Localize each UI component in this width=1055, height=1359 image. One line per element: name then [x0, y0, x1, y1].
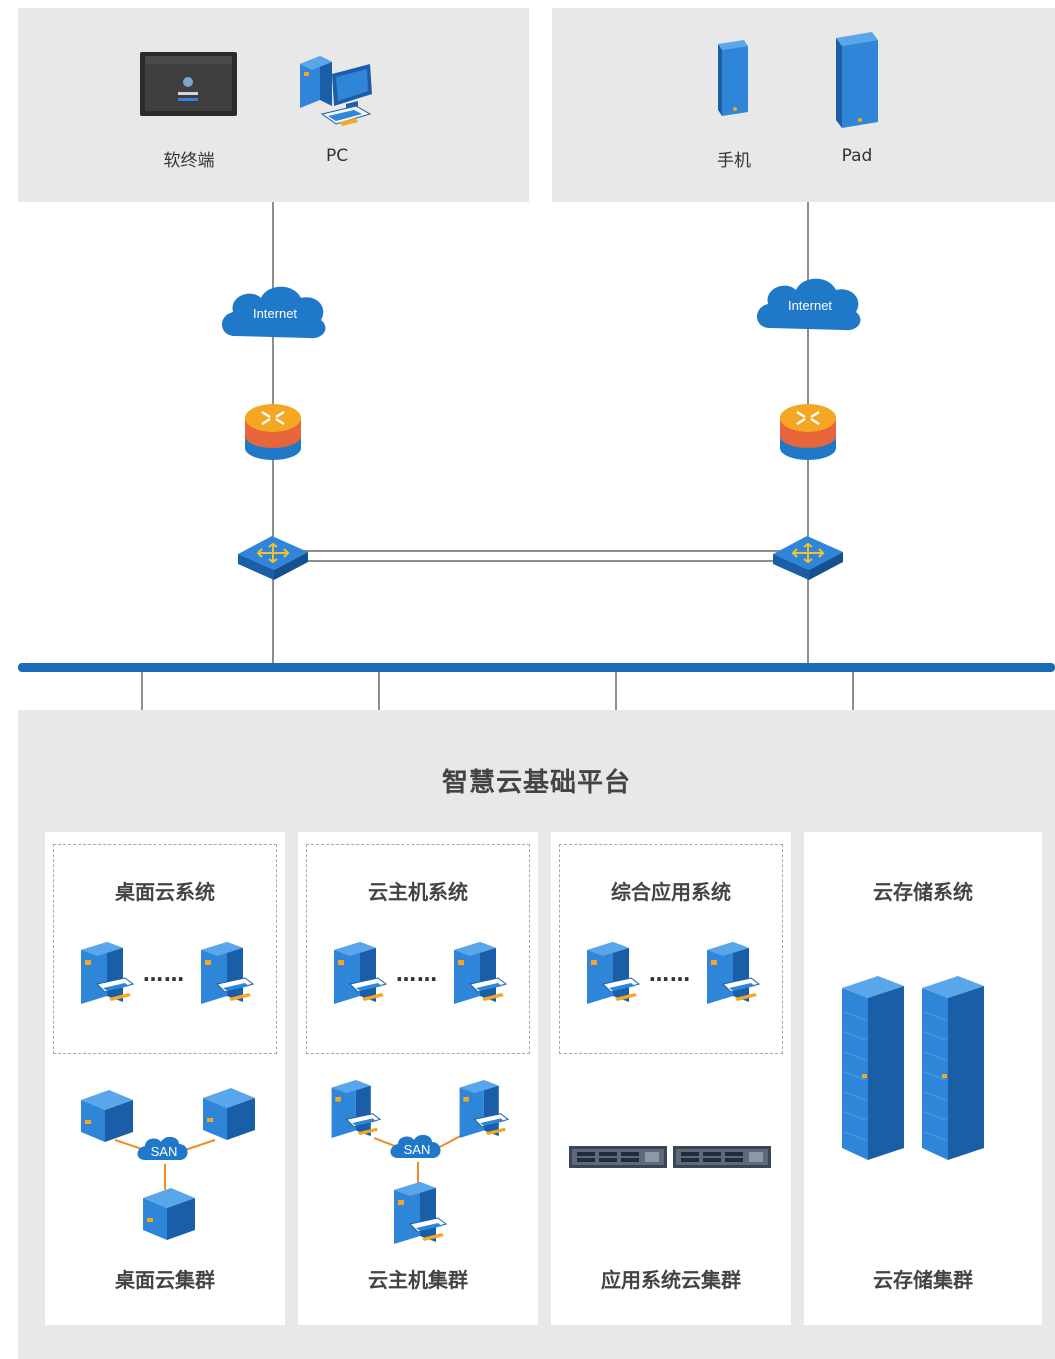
san-label: SAN	[151, 1144, 178, 1159]
router-icon-left	[245, 404, 301, 460]
clients-panel-left	[18, 8, 529, 202]
column-cloud-host: 云主机系统 …… SAN 云主机集群	[298, 832, 538, 1325]
device-label-pad: Pad	[841, 146, 873, 166]
san-cluster-diagram: SAN	[331, 1079, 509, 1245]
cluster-title: 桌面云集群	[115, 1268, 215, 1292]
system-box	[53, 844, 277, 1054]
system-title: 云存储系统	[873, 880, 973, 904]
cluster-title: 云存储集群	[873, 1268, 973, 1292]
san-label: SAN	[404, 1142, 431, 1157]
rack-server-icon	[569, 1146, 667, 1168]
storage-rack-icon	[918, 972, 988, 1162]
switch-interlink	[300, 550, 780, 562]
device-label-pc: PC	[325, 146, 349, 166]
cluster-title: 云主机集群	[368, 1268, 468, 1292]
monitor-icon	[140, 52, 237, 116]
san-cluster-diagram: SAN	[81, 1088, 255, 1240]
tablet-icon	[836, 32, 878, 128]
server-icon	[581, 938, 641, 1010]
device-label-softterminal: 软终端	[163, 151, 215, 171]
clients-panel-right	[552, 8, 1055, 202]
device-label-phone: 手机	[717, 151, 751, 171]
column-desktop-cloud: 桌面云系统 …… SAN 桌面云集群	[45, 832, 285, 1325]
system-box	[559, 844, 783, 1054]
server-icon	[195, 938, 255, 1010]
cloud-label-left: Internet	[253, 306, 297, 321]
system-title: 综合应用系统	[611, 880, 731, 904]
system-box	[306, 844, 530, 1054]
drop-1	[141, 672, 143, 712]
system-title: 云主机系统	[368, 880, 468, 904]
switch-icon-left	[238, 536, 308, 580]
column-integrated-apps: 综合应用系统 …… 应用系统云集群	[551, 832, 791, 1325]
drop-4	[852, 672, 854, 712]
pc-icon	[300, 56, 372, 126]
server-icon	[328, 938, 388, 1010]
cloud-icon-left: Internet	[221, 286, 326, 339]
server-icon	[701, 938, 761, 1010]
phone-icon	[718, 40, 748, 116]
ellipsis: ……	[143, 962, 185, 986]
server-icon	[448, 938, 508, 1010]
rack-server-icon	[673, 1146, 771, 1168]
ellipsis: ……	[649, 962, 691, 986]
cloud-icon-right: Internet	[756, 278, 861, 331]
network-bus	[18, 663, 1055, 672]
storage-rack-icon	[838, 972, 908, 1162]
router-icon-right	[780, 404, 836, 460]
drop-3	[615, 672, 617, 712]
ellipsis: ……	[396, 962, 438, 986]
column-cloud-storage: 云存储系统 云存储集群	[804, 832, 1042, 1325]
drop-2	[378, 672, 380, 712]
switch-icon-right	[773, 536, 843, 580]
system-title: 桌面云系统	[115, 880, 215, 904]
cloud-label-right: Internet	[788, 298, 832, 313]
server-icon	[75, 938, 135, 1010]
platform-title: 智慧云基础平台	[441, 768, 631, 798]
cluster-title: 应用系统云集群	[601, 1268, 741, 1292]
